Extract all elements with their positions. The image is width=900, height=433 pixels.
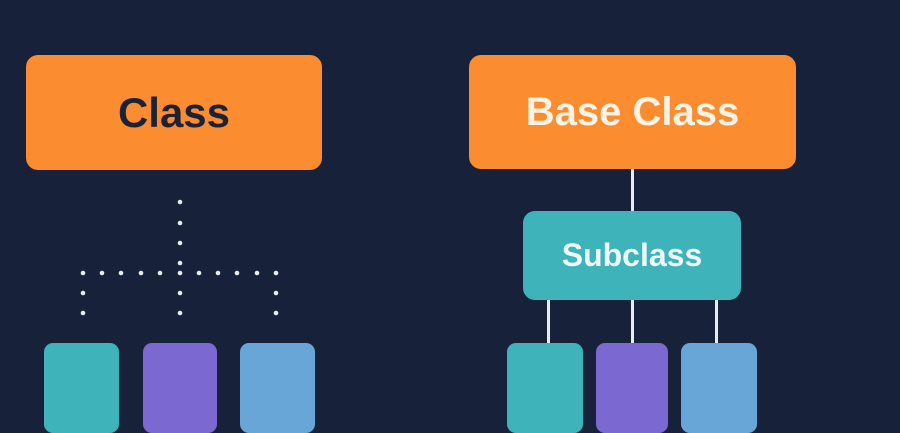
connector-dot	[157, 270, 163, 276]
connector-dot	[177, 199, 183, 205]
class-label: Class	[117, 88, 231, 136]
connector-dot	[273, 310, 279, 316]
subclass-box: Subclass	[523, 211, 741, 300]
connector-dot	[138, 270, 144, 276]
right-child-blue	[681, 343, 757, 433]
connector-dot	[273, 270, 279, 276]
connector-dot	[273, 290, 279, 296]
left-child-blue	[240, 343, 315, 433]
connector-dot	[177, 260, 183, 266]
connector-dot	[177, 220, 183, 226]
base-class-box: Base Class	[469, 55, 796, 169]
connector-dot	[177, 270, 183, 276]
dotted-connector	[80, 199, 279, 316]
base-class-label: Base Class	[525, 89, 740, 134]
connector-dot	[234, 270, 240, 276]
subclass-child-line-2	[631, 300, 634, 343]
connector-dot	[99, 270, 105, 276]
connector-dot	[118, 270, 124, 276]
connector-dot	[80, 310, 86, 316]
left-child-purple	[143, 343, 217, 433]
subclass-label: Subclass	[561, 237, 703, 273]
connector-dot	[254, 270, 260, 276]
connector-dot	[80, 270, 86, 276]
connector-dot	[177, 290, 183, 296]
connector-dot	[196, 270, 202, 276]
subclass-child-line-1	[547, 300, 550, 343]
base-to-subclass-line	[631, 169, 634, 211]
right-child-teal	[507, 343, 583, 433]
class-box: Class	[26, 55, 322, 170]
connector-dot	[80, 290, 86, 296]
connector-dot	[177, 310, 183, 316]
connector-dot	[215, 270, 221, 276]
connector-dot	[177, 240, 183, 246]
right-child-purple	[596, 343, 668, 433]
subclass-child-line-3	[715, 300, 718, 343]
left-child-teal	[44, 343, 119, 433]
